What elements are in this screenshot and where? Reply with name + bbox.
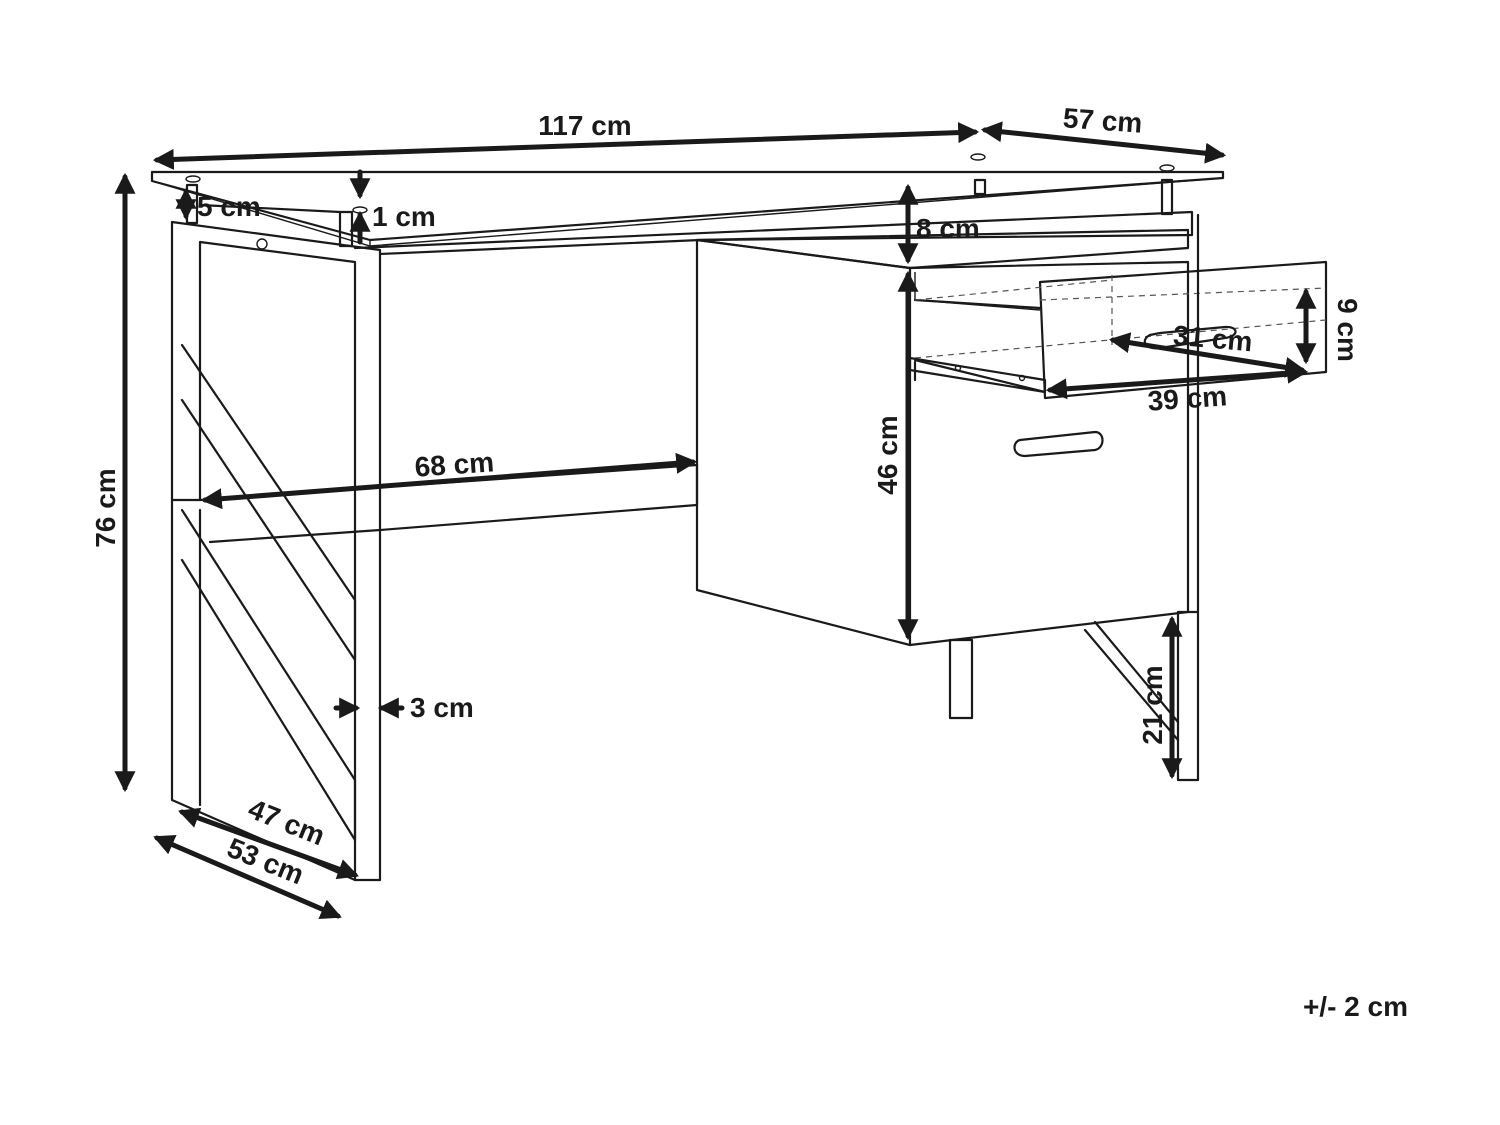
label-drawer-depth-inner: 31 cm [1172, 320, 1254, 358]
label-height: 76 cm [90, 468, 121, 547]
label-cabinet-height: 46 cm [872, 415, 903, 494]
label-leg-spacing: 68 cm [414, 446, 495, 482]
label-top-thickness: 5 cm [197, 191, 261, 222]
label-cabinet-clearance: 21 cm [1137, 665, 1168, 744]
label-drawer-depth-outer: 39 cm [1147, 380, 1228, 416]
desk-drawing [150, 153, 1328, 882]
label-drawer-height: 9 cm [1332, 298, 1363, 362]
dimension-arrows [114, 121, 1317, 919]
label-width: 117 cm [538, 110, 631, 141]
label-leg-width: 3 cm [410, 692, 474, 723]
dimension-labels: 117 cm 57 cm 76 cm 5 cm 1 cm 8 cm 68 cm … [90, 102, 1408, 1022]
label-depth: 57 cm [1062, 102, 1143, 138]
label-shelf-height: 8 cm [916, 213, 980, 244]
tolerance-note: +/- 2 cm [1303, 991, 1408, 1022]
label-top-gap: 1 cm [372, 201, 436, 232]
